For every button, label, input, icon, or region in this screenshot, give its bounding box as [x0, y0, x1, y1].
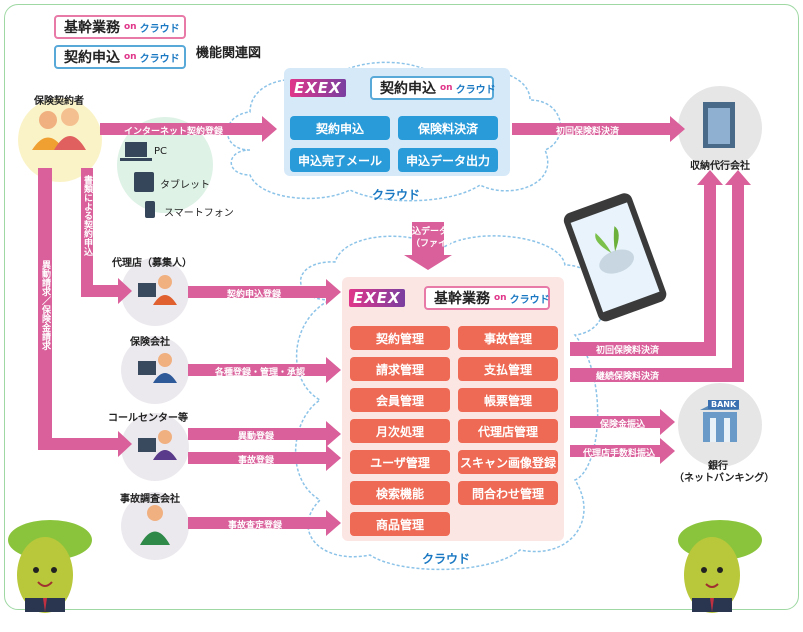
- arrow-paper-application: [81, 168, 132, 304]
- insurer-register-label: 各種登録・管理・承認: [215, 368, 306, 378]
- accident-check-label: 事故査定登録: [228, 521, 283, 531]
- arrow-first-payment: [570, 170, 723, 356]
- core-function-button: 支払管理: [458, 357, 558, 381]
- contract-function-button: 申込完了メール: [290, 148, 390, 172]
- data-link-label-1: 申込データ連携: [403, 227, 467, 237]
- core-function-button: 代理店管理: [458, 419, 558, 443]
- contract-function-button: 保険料決済: [398, 116, 498, 140]
- bank-label: 銀行: [708, 461, 728, 472]
- pc-icon: [125, 142, 147, 157]
- first-payment-label: 初回保険料決済: [596, 346, 660, 356]
- insurer-person-icon: [138, 353, 177, 383]
- policyholder-circle: [18, 98, 102, 182]
- arrow-accident-check: [188, 510, 341, 536]
- claim-transfer-label: 保険金振込: [600, 420, 646, 430]
- change-claim-label: 異動請求／保険金請求: [40, 260, 50, 350]
- internet-arrow-label: インターネット契約登録: [124, 127, 224, 137]
- exex-logo: EXEX: [290, 79, 346, 97]
- core-function-button: スキャン画像登録: [458, 450, 558, 474]
- core-function-button: 帳票管理: [458, 388, 558, 412]
- smartphone-icon: [145, 201, 155, 218]
- arrow-renewal-payment: [570, 170, 751, 382]
- tablet-icon: [134, 172, 154, 192]
- mascot-right: [678, 520, 762, 613]
- core-function-button: 会員管理: [350, 388, 450, 412]
- arrow-first-payment-top: [512, 116, 685, 142]
- bank-sublabel: （ネットバンキング）: [674, 473, 775, 484]
- arrow-accident-register: [188, 445, 341, 471]
- smartphone-label: スマートフォン: [164, 208, 234, 219]
- diagram-frame: [4, 4, 799, 610]
- core-function-button: 月次処理: [350, 419, 450, 443]
- core-function-button: 事故管理: [458, 326, 558, 350]
- arrow-change-register: [188, 421, 341, 447]
- data-link-label-2: （ファイル）: [411, 239, 466, 249]
- renewal-payment-label: 継続保険料決済: [596, 372, 660, 382]
- arrow-internet: [100, 116, 277, 142]
- contract-function-button: 申込データ出力: [398, 148, 498, 172]
- bottom-cloud-label: クラウド: [422, 552, 471, 566]
- agency-fee-transfer-label: 代理店手数料振込: [583, 449, 656, 459]
- bank-sign: BANK: [708, 400, 740, 409]
- investigator-person-icon: [140, 505, 170, 545]
- arrow-insurer-register: [188, 357, 341, 383]
- contract-function-button: 契約申込: [290, 116, 390, 140]
- arrow-data-link: [404, 222, 452, 270]
- tablet-label: タブレット: [160, 180, 210, 191]
- pc-label: PC: [154, 146, 168, 157]
- diagram-title: 機能関連図: [196, 46, 262, 61]
- agency-person-icon: [138, 275, 177, 305]
- mascot-left: [8, 520, 92, 613]
- arrow-agency-fee-transfer: [570, 438, 675, 464]
- tablet-device-illustration: [563, 193, 667, 322]
- top-cloud-label: クラウド: [372, 188, 421, 202]
- core-function-button: 問合わせ管理: [458, 481, 558, 505]
- callcenter-label: コールセンター等: [108, 413, 188, 424]
- insurer-label: 保険会社: [130, 337, 170, 348]
- core-function-button: 契約管理: [350, 326, 450, 350]
- agency-register-label: 契約申込登録: [227, 290, 282, 300]
- arrows: [38, 116, 751, 536]
- accident-register-label: 事故登録: [238, 456, 275, 466]
- arrow-agency-register: [188, 279, 341, 305]
- first-payment-top-label: 初回保険料決済: [556, 127, 620, 137]
- agency-label: 代理店（募集人）: [112, 258, 192, 269]
- core-function-button: 商品管理: [350, 512, 450, 536]
- person-icon: [32, 108, 86, 150]
- core-function-button: 請求管理: [350, 357, 450, 381]
- policyholder-label: 保険契約者: [34, 96, 84, 107]
- paper-application-label: 書類による契約申込: [82, 175, 92, 256]
- payment-agent-label: 収納代行会社: [690, 161, 750, 172]
- core-function-button: ユーザ管理: [350, 450, 450, 474]
- investigator-label: 事故調査会社: [120, 494, 180, 505]
- change-register-label: 異動登録: [238, 432, 275, 442]
- callcenter-person-icon: [138, 430, 177, 460]
- arrow-change-claim: [38, 168, 132, 457]
- arrow-claim-transfer: [570, 409, 675, 435]
- exex-logo-core: EXEX: [349, 289, 405, 307]
- core-function-button: 検索機能: [350, 481, 450, 505]
- investigator-circle: [121, 492, 189, 560]
- building-icon: [703, 102, 735, 148]
